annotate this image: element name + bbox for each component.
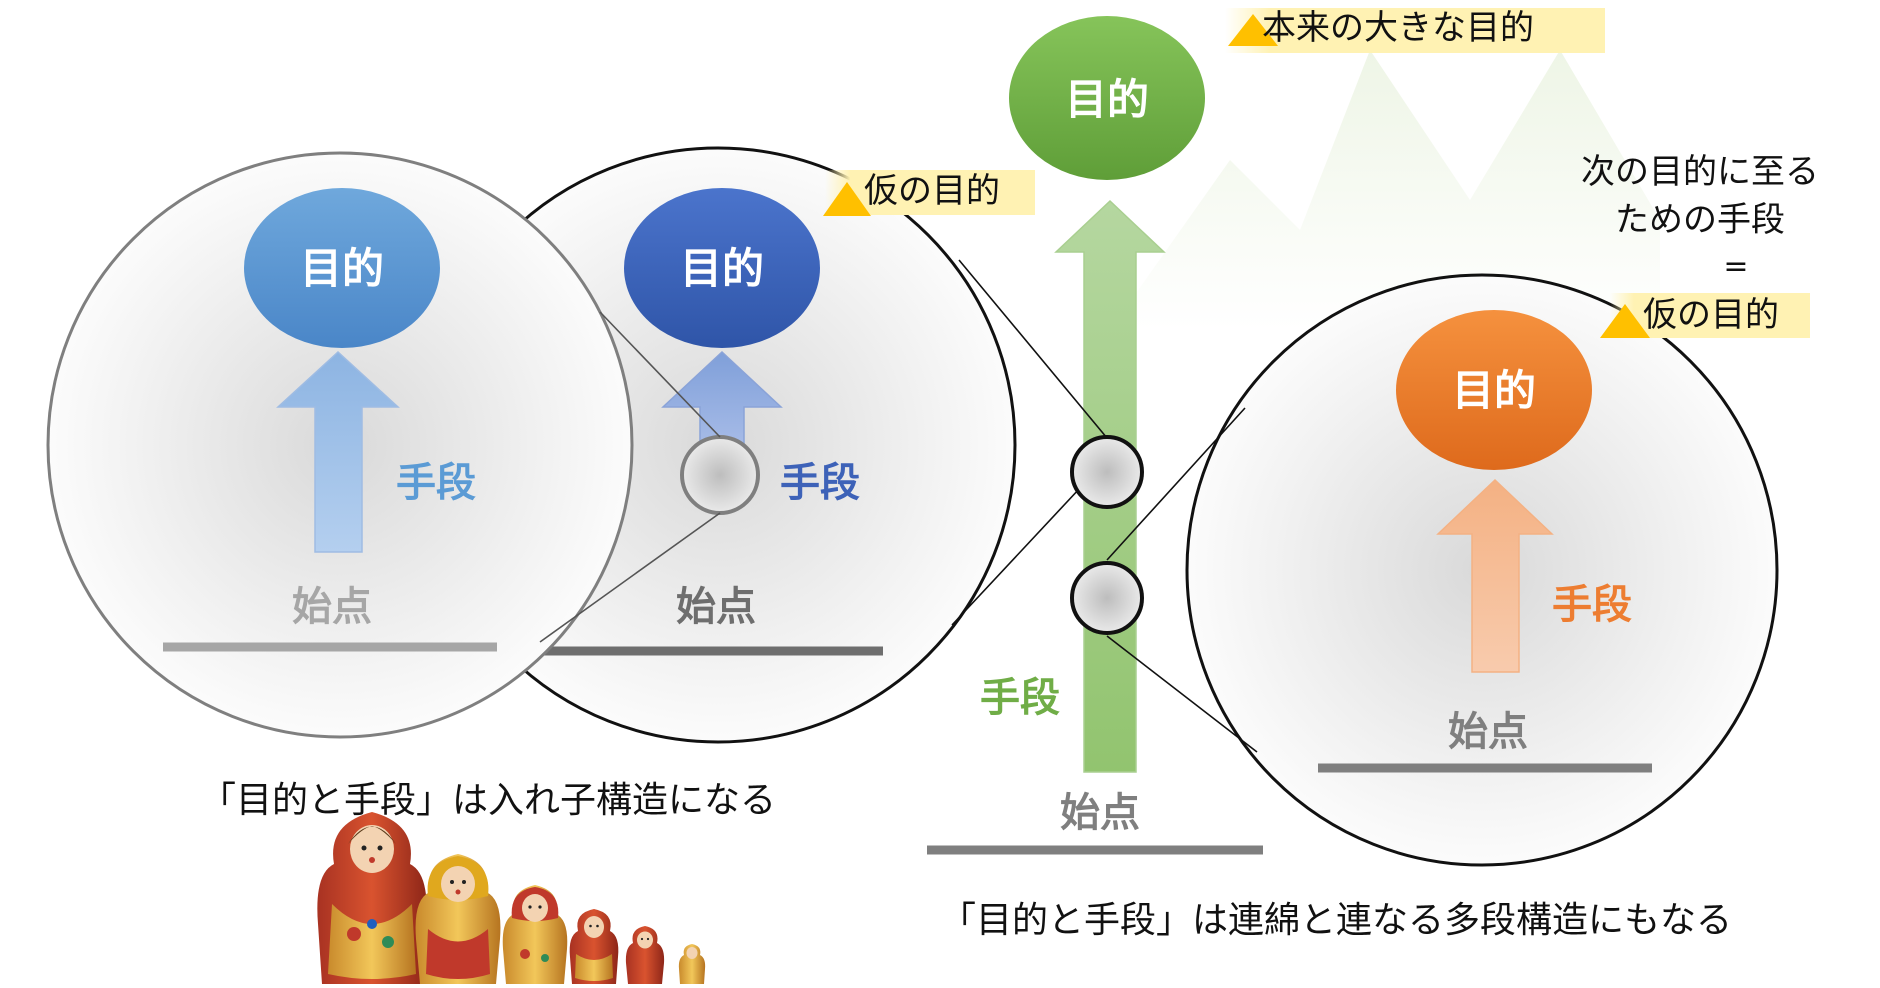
nesting-dolls-image	[317, 812, 706, 984]
means-label: 手段	[396, 460, 476, 506]
zoom-lens-2	[1070, 435, 1144, 509]
means-arrow	[1436, 478, 1554, 673]
warning-triangle-icon	[823, 182, 871, 216]
goal-ellipse	[1009, 16, 1205, 180]
nested-circle-outer: 目的 手段 始点	[46, 151, 634, 739]
callout-next-means: 次の目的に至る ための手段 = 仮の目的	[1581, 152, 1819, 338]
warning-triangle-icon	[1600, 304, 1650, 338]
callout-tentative-goal: 仮の目的	[823, 170, 1035, 216]
start-label: 始点	[1448, 709, 1528, 755]
goal-label: 目的	[1452, 366, 1536, 415]
mountain-background	[1110, 50, 1660, 330]
zoom-lens-1	[539, 311, 760, 643]
warning-triangle-icon	[1228, 14, 1278, 46]
equals-sign: =	[1723, 249, 1748, 284]
zoom-lens-3	[1070, 561, 1144, 635]
start-label: 始点	[1060, 790, 1140, 836]
next-means-line1: 次の目的に至る	[1581, 152, 1819, 192]
goal-label: 目的	[300, 244, 384, 293]
start-label: 始点	[676, 584, 756, 630]
caption-chain: 「目的と手段」は連綿と連なる多段構造にもなる	[940, 900, 1732, 941]
tentative-goal-label-right: 仮の目的	[1643, 295, 1779, 335]
means-label: 手段	[980, 675, 1060, 721]
callout-true-goal: 本来の大きな目的	[1225, 8, 1605, 53]
start-label: 始点	[292, 584, 372, 630]
goal-ellipse	[624, 188, 820, 348]
means-arrow	[276, 350, 400, 553]
means-label: 手段	[780, 460, 860, 506]
chain-circle-right: 目的 手段 始点	[1185, 273, 1779, 867]
means-label: 手段	[1552, 582, 1632, 628]
goal-ellipse	[1396, 310, 1592, 470]
goal-label: 目的	[680, 244, 764, 293]
goal-label: 目的	[1065, 75, 1149, 124]
next-means-line2: ための手段	[1615, 200, 1785, 240]
true-goal-label: 本来の大きな目的	[1262, 8, 1534, 48]
tentative-goal-label: 仮の目的	[864, 171, 1000, 211]
goal-ellipse	[244, 188, 440, 348]
caption-nested: 「目的と手段」は入れ子構造になる	[200, 780, 776, 821]
